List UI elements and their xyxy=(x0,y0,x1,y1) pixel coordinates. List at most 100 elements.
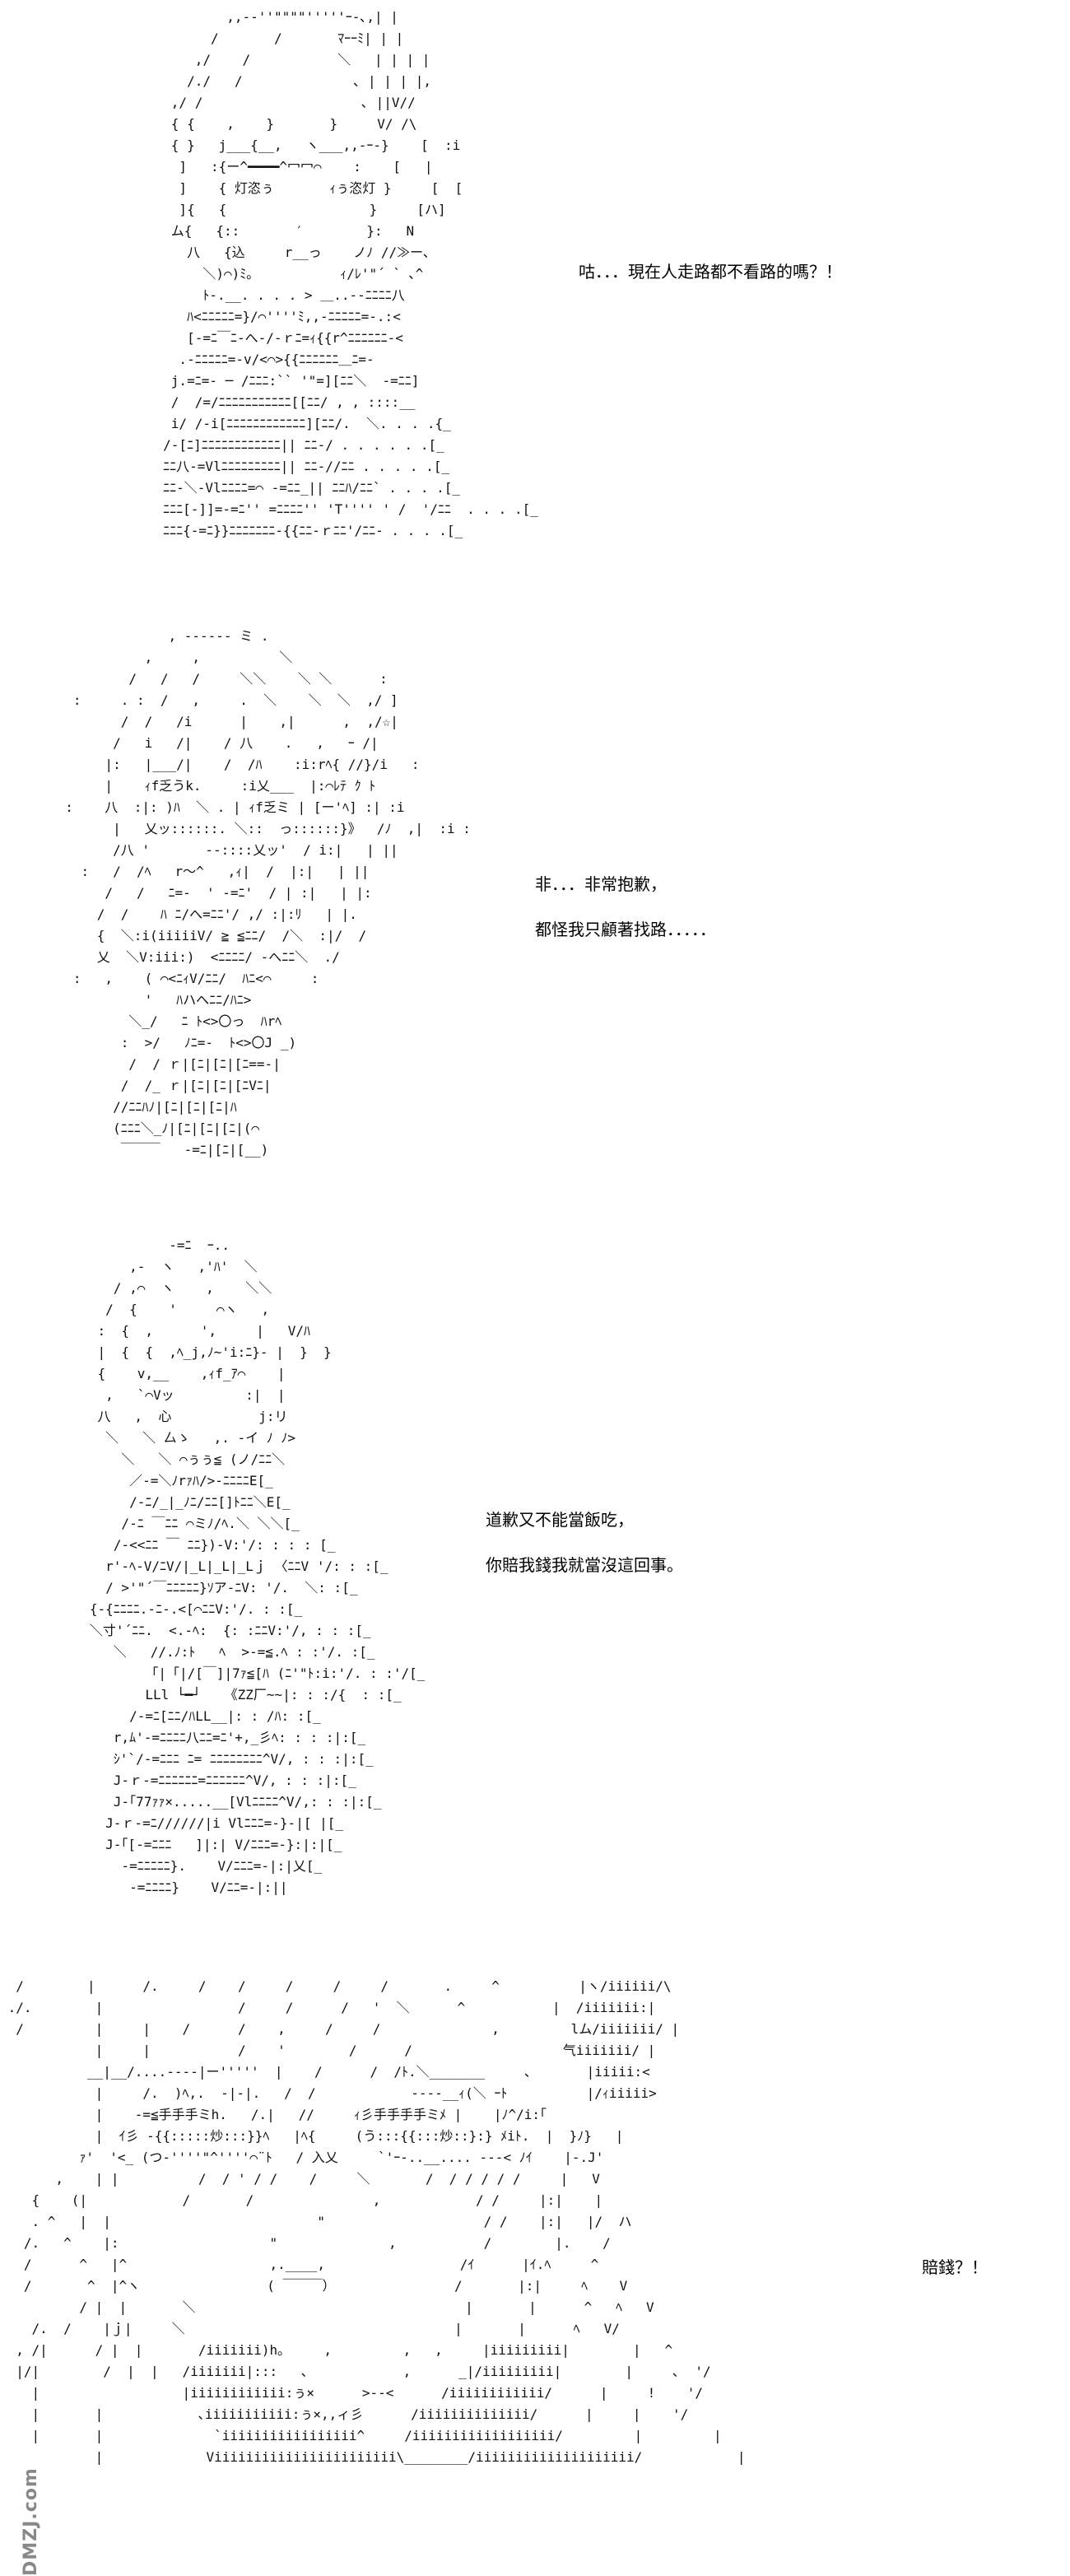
ascii-art-line: (ﾆﾆﾆ＼_ﾉ|[ﾆ|[ﾆ|[ﾆ|(⌒ xyxy=(49,1120,260,1136)
ascii-art-line: ﾆﾆﾆ[-]]=-=ﾆ'' =ﾆﾆﾆﾆ'' 'T'''' ' / '/ﾆﾆ . … xyxy=(123,501,538,517)
ascii-art-line: J-ｒ-=ﾆ//////|i Vlﾆﾆﾆ=-}-|[ |[_ xyxy=(66,1815,343,1831)
ascii-art-line: / /=/ﾆﾆﾆﾆﾆﾆﾆﾆﾆﾆﾆ[[ﾆﾆ/ , , ::::__ xyxy=(123,394,416,410)
ascii-art-line: [-=ﾆ￣ﾆ-へ-/-ｒﾆ=ｨ{{r^ﾆﾆﾆﾆﾆﾆ-< xyxy=(123,330,403,346)
ascii-art-line: / i /| / 八 . , ｰ /| xyxy=(49,735,379,751)
ascii-art-line: ,/ / ､ ||V// xyxy=(123,95,416,110)
dialogue-line: 都怪我只顧著找路．．．．． xyxy=(535,920,716,939)
ascii-art-line: /. / |ｊ| ＼ | | ﾍ V/ xyxy=(0,2321,620,2336)
ascii-art-line: ＼_/ ﾆ ﾄ<>〇っ ﾊrﾍ xyxy=(49,1013,282,1029)
ascii-art-line: | | / ' / / 气iiiiiii/ | xyxy=(0,2043,656,2058)
ascii-art-line: / / ﾆ=- ' ‐=ﾆ' / | :| | |: xyxy=(49,885,372,901)
ascii-art-line: / / ﾊ ﾆ/へ=ﾆﾆ'/ ,/ :|:ﾘ | |. xyxy=(49,906,357,922)
ascii-art-line: : / /ﾍ r～^ ,ｨ| / |:| | || xyxy=(49,864,370,879)
ascii-art-line: ] { 灯恣ぅ ｨぅ恣灯 } [ [ xyxy=(123,180,463,196)
ascii-art-line: . ^ | | " / / |:| |/ ハ xyxy=(0,2214,632,2229)
ascii-art-line: |: |___/| / /ﾊ :i:rﾍ{ //}/i : xyxy=(49,757,420,772)
ascii-art-line: / | /. / / / / / . ^ |ヽ/iiiiii/\ xyxy=(0,1978,672,1994)
dialogue-line: 你賠我錢我就當沒這回事。 xyxy=(486,1555,683,1575)
ascii-art-line: /-=ﾆ[ﾆﾆ/ﾊLL__|: : /ﾊ: :[_ xyxy=(66,1708,321,1724)
ascii-art-line: , , ＼ xyxy=(49,650,293,665)
ascii-art-line: -=ﾆ ｰ.. xyxy=(66,1237,230,1253)
ascii-art-line: i/ /-i[ﾆﾆﾆﾆﾆﾆﾆﾆﾆﾆﾆﾆ][ﾆﾆ/. ＼. . . .{_ xyxy=(123,416,451,431)
ascii-art-line: / | | / / , / / , lム/iiiiiii/ | xyxy=(0,2021,680,2037)
ascii-art-line: { { , } } V/ /\ xyxy=(123,116,417,132)
ascii-art-line: ] :{ー^━━━━^冖冖⌒ : [ | xyxy=(123,159,433,175)
watermark-text: DMZJ.com xyxy=(20,2467,41,2576)
ascii-art-line: / / ｒ|[ﾆ|[ﾆ|[ﾆ==-| xyxy=(49,1056,281,1072)
ascii-art-line: |/| / | | /iiiiiii|::: ､ , _|/iiiiiiiii|… xyxy=(0,2364,711,2379)
ascii-art-line: : >/ ﾉﾆ=- ﾄ<>〇J _) xyxy=(49,1035,297,1050)
ascii-art-line: , `⌒Vッ :| | xyxy=(66,1387,286,1403)
ascii-art-line: { ＼:i(iiiiiV/ ≧ ≦ﾆﾆ/ /＼ :|/ / xyxy=(49,928,367,943)
ascii-art-line: / { ' ⌒ヽ , xyxy=(66,1302,270,1317)
ascii-art-line: ＼ ＼ 厶ゝ ,. -イ ﾉ ﾉ> xyxy=(66,1430,296,1446)
ascii-art-line: ,/ / ＼ | | | | xyxy=(123,52,430,68)
ascii-art-line: ]{ { } [ハ] xyxy=(123,202,446,217)
ascii-art-line: ,,-‐''""""'''''ｰ-､,| | xyxy=(123,9,398,25)
watermark-logo: DMZJ.com xyxy=(7,2467,46,2576)
ascii-art-line: ' ﾊハへﾆﾆ/ﾊﾆ> xyxy=(49,992,307,1008)
ascii-art-line: ﾆﾆ-＼-Vlﾆﾆﾆﾆ=⌒ -=ﾆﾆ_|| ﾆﾆﾊ/ﾆﾆ` . . . .[_ xyxy=(123,480,460,496)
ascii-art-line: .-ﾆﾆﾆﾆﾆ=-v/<⌒>{{ﾆﾆﾆﾆﾆﾆ＿ﾆ=- xyxy=(123,352,374,367)
ascii-art-line: ｧ' '<_ (つ-''''"^''''⌒¨ﾄ / 入乂 `'ｰ-..__...… xyxy=(0,2150,604,2165)
ascii-art-line: 八 , 心 j:リ xyxy=(66,1409,288,1424)
ascii-art-line: / ^ |^ヽ ( ￣￣￣） / |:| ﾍ V xyxy=(0,2278,628,2294)
ascii-art-line: : { , ', | V/ﾊ xyxy=(66,1323,310,1339)
ascii-art-line: { (| / / , / / |:| | xyxy=(0,2192,611,2208)
ascii-art-line: __|__/....‐‐‐-|ー''''' | / / /ﾄ.＼_______ … xyxy=(0,2064,650,2080)
ascii-art-line: J-｢77ｧｧ×.....__[Vlﾆﾆﾆﾆ^V/,: : :|:[_ xyxy=(66,1794,382,1810)
ascii-art-line: | ｲ彡 -{{:::::炒:::}}ﾍ |ﾍ{ (う:::{{:::炒::}:… xyxy=(0,2128,624,2144)
ascii-art-line: | | ､iiiiiiiiiii:ぅ×,,ィ彡 /iiiiiiiiiiiiii/… xyxy=(0,2406,689,2422)
ascii-art-line: {-{ﾆﾆﾆﾆ.‐ﾆ-.<[⌒ﾆﾆV:'/. : :[_ xyxy=(66,1601,303,1617)
ascii-art-line: //ﾆﾆﾊﾉ|[ﾆ|[ﾆ|[ﾆ|ﾊ xyxy=(49,1099,237,1115)
ascii-art-line: ﾆﾆ八-=Vlﾆﾆﾆﾆﾆﾆﾆﾆﾆ|| ﾆﾆ-//ﾆﾆ . . . . .[_ xyxy=(123,459,450,474)
ascii-art-line: 八 {込 r__っ ノﾉ //≫ー､ xyxy=(123,245,430,260)
ascii-art-line: | ｨf乏うk. :i乂___ |:⌒ﾚﾃ ｸ ﾄ xyxy=(49,778,376,794)
ascii-art-line: , -‐‐‐-- ミ . xyxy=(49,628,269,644)
ascii-art-line: j.=ﾆ=- ─ /ﾆﾆﾆ:`` '"=][ﾆﾆ＼ ‐=ﾆﾆ] xyxy=(123,373,420,389)
ascii-art-line: ＼)⌒)ﾐ｡ ｨ/ﾚ'"´ ` ､^ xyxy=(123,266,424,282)
ascii-art-line: /-ﾆ/_|_ﾉﾆ/ﾆﾆ[]ﾄﾆﾆ＼E[_ xyxy=(66,1494,291,1510)
ascii-art-line: | { { ,ﾍ_j,ﾉ~'i:ﾆ}‐ | } } xyxy=(66,1344,332,1360)
ascii-art-line: , /| / | | /iiiiiii)h｡ , , , |iiiiiiiii|… xyxy=(0,2342,673,2358)
ascii-art-line: | Viiiiiiiiiiiiiiiiiiiiiii\________/iiii… xyxy=(0,2449,746,2465)
ascii-art-line: / ^ |^ ,.____, /ｲ |ｲ.ﾍ ^ xyxy=(0,2257,599,2272)
ascii-art-character-3: -=ﾆ ｰ.. ,- ヽ ,'ﾊ' ＼ / ,⌒ ヽ , ＼＼ / { ' ⌒ヽ… xyxy=(66,1235,426,1898)
ascii-art-line: | | `iiiiiiiiiiiiiiiii^ /iiiiiiiiiiiiiii… xyxy=(0,2428,722,2443)
ascii-art-line: /./ / ､ | | | |, xyxy=(123,73,432,89)
ascii-art-line: | /. )ﾍ,. -|-|. / / -‐‐‐__ｨ(＼ ｰﾄ |/ｨiiii… xyxy=(0,2085,657,2101)
ascii-art-line: r,ﾑ'-=ﾆﾆﾆﾆ八ﾆﾆ=ﾆ'+,_彡ﾍ: : : :|:[_ xyxy=(66,1730,366,1745)
ascii-art-line: -=ﾆﾆﾆﾆﾆ}. V/ﾆﾆﾆ=-|:|乂[_ xyxy=(66,1858,323,1874)
ascii-art-line: / /_ ｒ|[ﾆ|[ﾆ|[ﾆVﾆ| xyxy=(49,1078,272,1093)
ascii-art-line: : 八 :|: )ﾊ ＼ . | ｨf乏ミ | [ー'ﾍ] :| :i xyxy=(49,799,405,815)
ascii-art-line: : . : / , . ＼ ＼ ＼ ,/ ] xyxy=(49,692,398,708)
ascii-art-line: { } j___{__, ヽ___,,-ｰ-} [ :i xyxy=(123,137,461,153)
ascii-art-character-2: , -‐‐‐-- ミ . , , ＼ / / / ＼＼ ＼ ＼ : : . : … xyxy=(49,626,471,1161)
ascii-art-line: J-ｒ-=ﾆﾆﾆﾆﾆﾆ=ﾆﾆﾆﾆﾆﾆ^V/, : : :|:[_ xyxy=(66,1772,356,1788)
ascii-art-line: ／-=＼ﾉrｧﾊ/>-ﾆﾆﾆﾆE[_ xyxy=(66,1473,273,1488)
ascii-art-line: ＼ //.ﾉ:ﾄ ﾍ >-=≦.ﾍ : :'/. :[_ xyxy=(66,1644,375,1660)
dialogue-line: 非．．．非常抱歉， xyxy=(535,874,667,894)
ascii-art-line: /-<<ﾆﾆ ￣ ﾆﾆ})-V:'/: : : : [_ xyxy=(66,1537,336,1553)
ascii-art-line: , | | / / ' / / / ＼ / / / / / / | V xyxy=(0,2171,600,2187)
ascii-art-line: ￣￣￣ -=ﾆ|[ﾆ|[__) xyxy=(49,1142,269,1158)
ascii-art-line: ﾆﾆﾆ{-=ﾆ}}ﾆﾆﾆﾆﾆﾆﾆ-{{ﾆﾆ-ｒﾆﾆ'/ﾆﾆ- . . . .[_ xyxy=(123,523,463,538)
ascii-art-line: / / ﾏｰｰﾐ| | | xyxy=(123,30,404,46)
ascii-art-line: / / / ＼＼ ＼ ＼ : xyxy=(49,671,388,687)
ascii-art-line: /-[ﾆ]ﾆﾆﾆﾆﾆﾆﾆﾆﾆﾆﾆﾆ|| ﾆﾆ-/ . . . . . .[_ xyxy=(123,437,444,453)
ascii-art-line: /八 ' -‐::::乂ッ' / i:| | || xyxy=(49,842,398,858)
ascii-art-line: | 乂ッ::::::. ＼:: っ::::::}》 /ﾉ ,| :i : xyxy=(49,821,471,836)
ascii-art-line: -=ﾆﾆﾆﾆ} V/ﾆﾆ=-|:|| xyxy=(66,1880,288,1895)
ascii-art-line: /. ^ |: " , / |. / xyxy=(0,2235,626,2251)
ascii-art-line: { v,__ ,ｨf_ｱ⌒ | xyxy=(66,1366,286,1381)
dialogue-line: 道歉又不能當飯吃， xyxy=(486,1510,634,1530)
ascii-art-line: ﾄ-.__. . . . > ＿..-‐ﾆﾆﾆﾆ八 xyxy=(123,287,405,303)
dialogue-line: 咕．．．現在人走路都不看路的嗎？！ xyxy=(579,262,842,282)
ascii-art-line: 「|「|/[￣]|7ｧ≦[ﾊ (ﾆ'"ﾄ:i:'/. : :'/[_ xyxy=(66,1665,426,1681)
ascii-art-line: / / /i | ,| , ,/☆| xyxy=(49,714,398,729)
ascii-art-line: ＼ ＼ ⌒ぅぅ≦ (ノ/ﾆﾆ＼ xyxy=(66,1451,286,1467)
ascii-art-character-1: ,,-‐''""""'''''ｰ-､,| | / / ﾏｰｰﾐ| | | ,/ … xyxy=(123,7,538,542)
ascii-art-line: | |iiiiiiiiiiii:ぅ× >--< /iiiiiiiiiiii/ |… xyxy=(0,2385,704,2401)
ascii-art-line: J-｢[-=ﾆﾆﾆ ]|:| V/ﾆﾆﾆ=-}:|:|[_ xyxy=(66,1837,342,1852)
ascii-art-line: ム{ {:: ′ }: N xyxy=(123,223,415,239)
